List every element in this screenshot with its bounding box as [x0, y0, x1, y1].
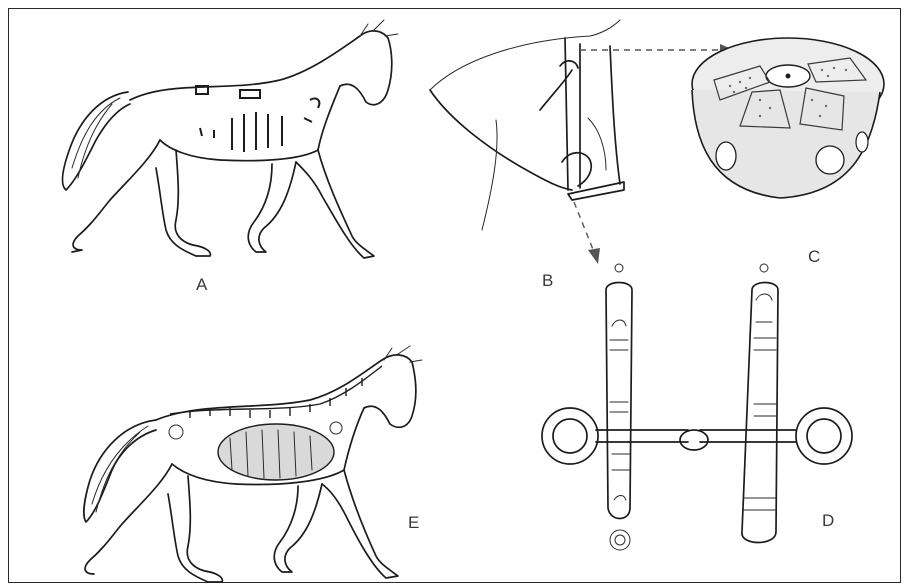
- bridle-head-drawing: [430, 20, 624, 230]
- horse-bit-drawing: [542, 264, 852, 550]
- phalera-disc-drawing: [692, 38, 884, 198]
- horse-e-drawing: [84, 346, 422, 582]
- label-d: D: [822, 512, 834, 529]
- label-a: A: [196, 276, 207, 293]
- label-c: C: [808, 248, 820, 265]
- label-b: B: [542, 272, 553, 289]
- label-e: E: [408, 514, 419, 531]
- horse-a-drawing: [63, 20, 398, 258]
